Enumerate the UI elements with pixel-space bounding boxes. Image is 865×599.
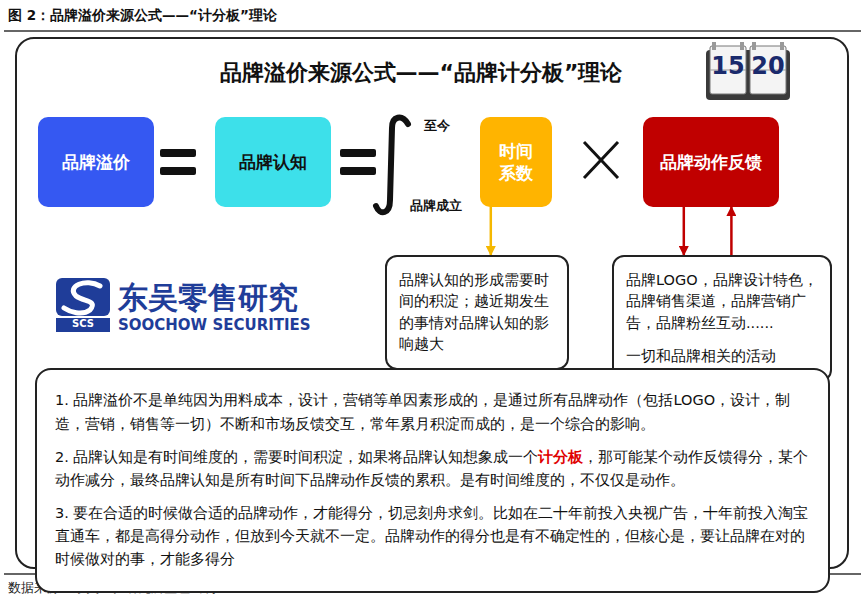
ring — [752, 42, 756, 50]
scoreboard-card — [710, 46, 746, 94]
equals-symbol — [160, 167, 196, 175]
node-text: 品牌认知的形成需要时间的积淀；越近期发生的事情对品牌认知的影响越大 — [399, 270, 555, 354]
logo-text: 东吴零售研究 — [118, 280, 298, 316]
panel-title: 品牌溢价来源公式——“品牌计分板”理论 — [16, 58, 826, 88]
integral-symbol — [376, 118, 408, 213]
arrow-connector — [490, 207, 493, 255]
bound-label: 品牌成立 — [410, 198, 462, 214]
ring — [712, 42, 716, 50]
ring — [740, 42, 744, 50]
logo-subtext: SOOCHOW SECURITIES — [118, 316, 311, 334]
paragraph: 2. 品牌认知是有时间维度的，需要时间积淀，如果将品牌认知想象成一个计分板，那可… — [55, 446, 810, 492]
node-text: 时间系数 — [499, 140, 534, 184]
formula-box: 品牌认知 — [215, 117, 331, 207]
times-symbol — [584, 142, 618, 178]
equals-symbol — [340, 167, 376, 175]
formula-box: 品牌溢价 — [38, 117, 154, 207]
node-text: 品牌溢价 — [46, 151, 146, 173]
equals-symbol — [340, 149, 376, 157]
arrow-connector — [683, 207, 686, 255]
callout-box: 品牌LOGO，品牌设计特色，品牌销售渠道，品牌营销广告，品牌粉丝互动......… — [612, 255, 832, 382]
score-digits: 20 — [750, 52, 786, 81]
paragraph: 1. 品牌溢价不是单纯因为用料成本，设计，营销等单因素形成的，是通过所有品牌动作… — [55, 389, 810, 435]
note-box: 1. 品牌溢价不是单纯因为用料成本，设计，营销等单因素形成的，是通过所有品牌动作… — [35, 368, 830, 593]
bound-label: 至今 — [424, 118, 450, 134]
scoreboard-card — [750, 46, 786, 94]
note-text: 2. 品牌认知是有时间维度的，需要时间积淀，如果将品牌认知想象成一个 — [55, 449, 538, 465]
logo-icon — [56, 278, 110, 332]
logo-band — [56, 318, 110, 332]
note-text: 3. 要在合适的时候做合适的品牌动作，才能得分，切忌刻舟求剑。比如在二十年前投入… — [55, 505, 808, 567]
arrow-connector — [730, 207, 733, 255]
highlight-text: 计分板 — [538, 449, 583, 465]
node-text: 品牌LOGO，品牌设计特色，品牌销售渠道，品牌营销广告，品牌粉丝互动...... — [626, 270, 818, 333]
formula-box: 品牌动作反馈 — [643, 117, 779, 207]
callout-box: 品牌认知的形成需要时间的积淀；越近期发生的事情对品牌认知的影响越大 — [385, 255, 569, 370]
formula-box: 时间系数 — [480, 117, 552, 207]
scoreboard-illustration — [706, 42, 790, 100]
logo-swoosh — [64, 283, 100, 313]
logo-band-text: SCS — [56, 318, 110, 330]
paragraph: 3. 要在合适的时候做合适的品牌动作，才能得分，切忌刻舟求剑。比如在二十年前投入… — [55, 502, 810, 572]
equals-symbol — [160, 149, 196, 157]
node-text: 品牌动作反馈 — [651, 151, 771, 173]
node-text: 一切和品牌相关的活动 — [626, 346, 818, 367]
score-digits: 15 — [710, 52, 746, 81]
note-text: 1. 品牌溢价不是单纯因为用料成本，设计，营销等单因素形成的，是通过所有品牌动作… — [55, 392, 790, 431]
ring — [780, 42, 784, 50]
caption-rule — [4, 30, 861, 32]
logo-square — [56, 278, 110, 316]
node-text: 品牌认知 — [223, 151, 323, 173]
times-symbol — [584, 142, 618, 178]
figure-caption: 图 2：品牌溢价来源公式——“计分板”理论 — [8, 7, 277, 25]
